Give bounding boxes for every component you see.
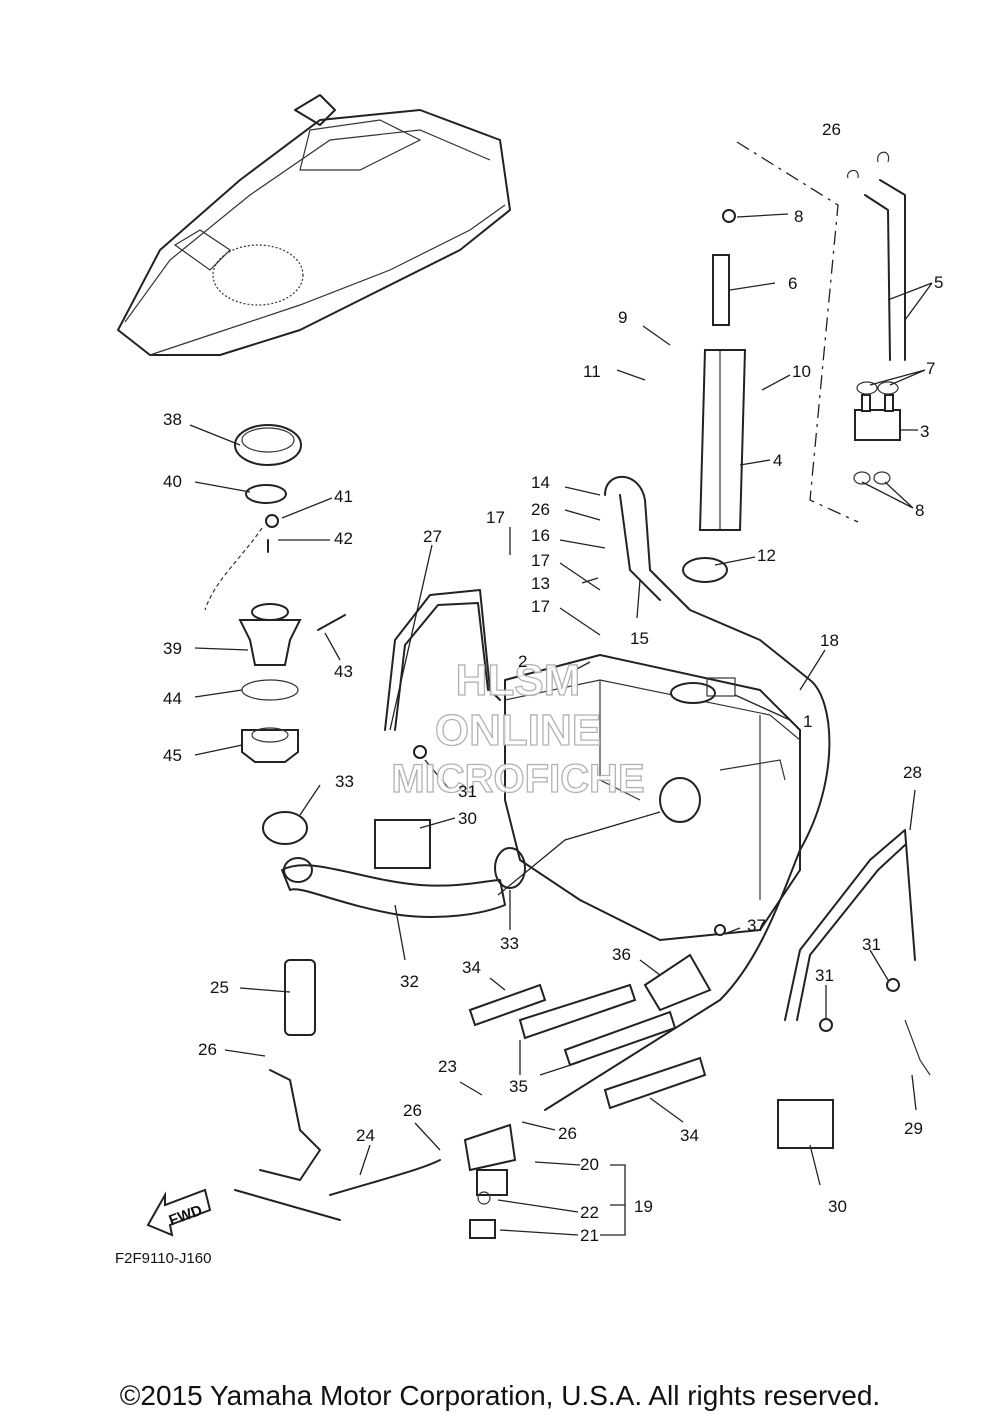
boundary-line <box>736 141 859 523</box>
callout-1: 1 <box>803 712 812 731</box>
callout-7: 7 <box>926 359 935 378</box>
callout-16: 16 <box>531 526 550 545</box>
diagram-code: F2F9110-J160 <box>115 1250 211 1267</box>
callout-12: 12 <box>757 546 776 565</box>
callout-23: 23 <box>438 1057 457 1076</box>
callout-35: 35 <box>509 1077 528 1096</box>
callout-30b: 30 <box>828 1197 847 1216</box>
callout-44: 44 <box>163 689 182 708</box>
watermark: HLSM ONLINE MICROFICHE <box>391 655 646 801</box>
callout-30a: 30 <box>458 809 477 828</box>
callout-25: 25 <box>210 978 229 997</box>
callout-36: 36 <box>612 945 631 964</box>
callout-17a: 17 <box>486 508 505 527</box>
callout-34b: 34 <box>680 1126 699 1145</box>
callout-9: 9 <box>618 308 627 327</box>
callout-32: 32 <box>400 972 419 991</box>
callout-34a: 34 <box>462 958 481 977</box>
callout-8a: 8 <box>794 207 803 226</box>
callout-17c: 17 <box>531 597 550 616</box>
callout-39: 39 <box>163 639 182 658</box>
callout-31c: 31 <box>862 935 881 954</box>
callout-15: 15 <box>630 629 649 648</box>
watercraft-outline <box>117 94 511 356</box>
callout-28: 28 <box>903 763 922 782</box>
vent-pipe <box>682 209 747 583</box>
leader-lines <box>189 213 933 1236</box>
watermark-line-3: MICROFICHE <box>391 757 644 801</box>
callout-33b: 33 <box>500 934 519 953</box>
callout-21: 21 <box>580 1226 599 1245</box>
callout-42: 42 <box>334 529 353 548</box>
callout-33a: 33 <box>335 772 354 791</box>
watermark-line-2: ONLINE <box>435 706 601 755</box>
copyright-notice: ©2015 Yamaha Motor Corporation, U.S.A. A… <box>119 1380 881 1411</box>
callout-14: 14 <box>531 473 550 492</box>
watermark-line-1: HLSM <box>456 656 581 705</box>
fuel-tank <box>504 654 801 941</box>
callout-13: 13 <box>531 574 550 593</box>
callout-18: 18 <box>820 631 839 650</box>
fwd-arrow: FWD <box>146 1188 212 1237</box>
callout-26b: 26 <box>531 500 550 519</box>
callout-37: 37 <box>747 916 766 935</box>
fuel-return-hose <box>544 475 831 1111</box>
callout-8b: 8 <box>915 501 924 520</box>
callout-20: 20 <box>580 1155 599 1174</box>
callout-26e: 26 <box>558 1124 577 1143</box>
filler-neck-assembly <box>204 424 346 763</box>
callout-19: 19 <box>634 1197 653 1216</box>
callout-38: 38 <box>163 410 182 429</box>
callout-31b: 31 <box>815 966 834 985</box>
callout-45: 45 <box>163 746 182 765</box>
callout-22: 22 <box>580 1203 599 1222</box>
callout-41: 41 <box>334 487 353 506</box>
callout-26c: 26 <box>198 1040 217 1059</box>
screws <box>413 745 900 1032</box>
callout-numbers: 1 2 3 4 5 6 7 8 8 9 10 11 12 13 14 15 16… <box>163 120 943 1245</box>
tank-pads <box>468 983 707 1110</box>
callout-26a: 26 <box>822 120 841 139</box>
callout-26d: 26 <box>403 1101 422 1120</box>
callout-5: 5 <box>934 273 943 292</box>
callout-27: 27 <box>423 527 442 546</box>
callout-11: 11 <box>583 362 601 381</box>
callout-40: 40 <box>163 472 182 491</box>
callout-4: 4 <box>773 451 782 470</box>
tank-band-28 <box>777 829 931 1149</box>
fuel-strainer <box>234 959 517 1239</box>
callout-3: 3 <box>920 422 929 441</box>
filler-hose <box>262 811 661 918</box>
callout-17b: 17 <box>531 551 550 570</box>
callout-31a: 31 <box>458 782 477 801</box>
callout-2: 2 <box>518 652 527 671</box>
breather-valve <box>847 151 906 485</box>
callout-29: 29 <box>904 1119 923 1138</box>
bracket <box>643 953 712 1012</box>
callout-24: 24 <box>356 1126 375 1145</box>
callout-10: 10 <box>792 362 811 381</box>
callout-6: 6 <box>788 274 797 293</box>
callout-43: 43 <box>334 662 353 681</box>
